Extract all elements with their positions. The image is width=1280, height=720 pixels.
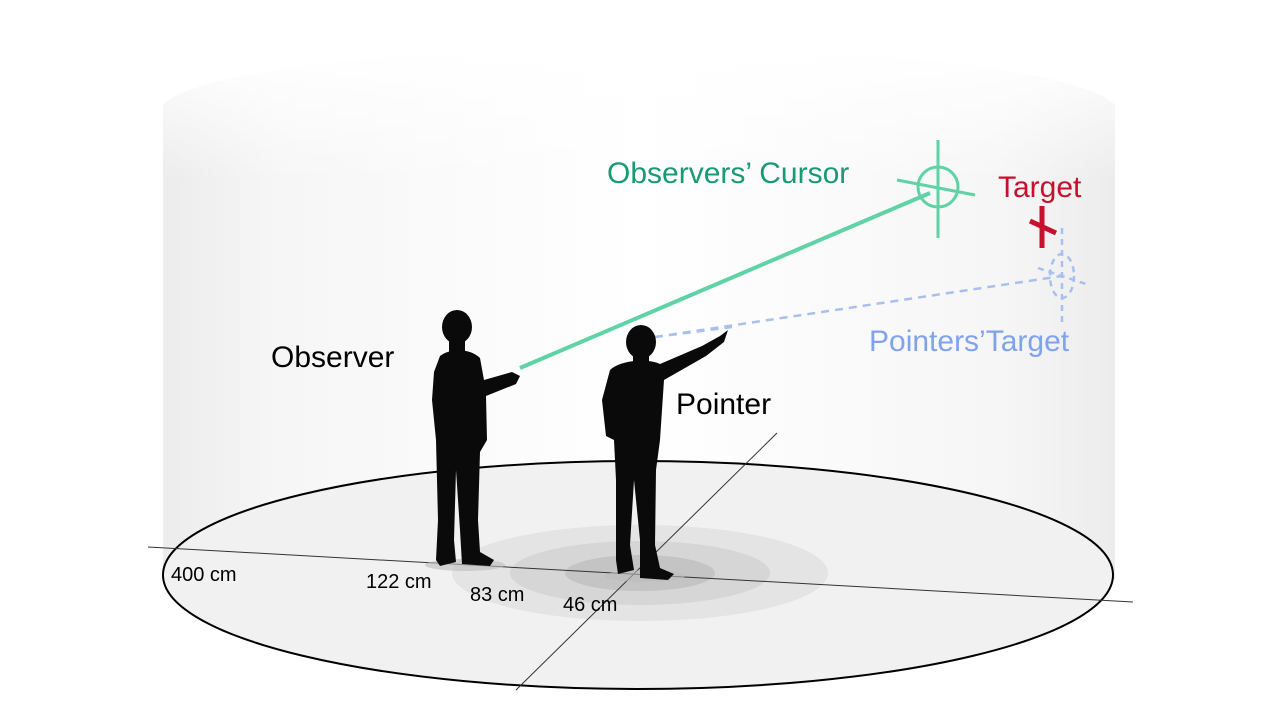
observer-ray bbox=[519, 191, 931, 370]
distance-label-122: 122 cm bbox=[366, 571, 432, 593]
pointers-target-label: Pointers’Target bbox=[869, 325, 1070, 358]
pointer-ray bbox=[654, 274, 1063, 339]
distance-label-46: 46 cm bbox=[563, 594, 617, 616]
pointer-silhouette bbox=[602, 325, 728, 580]
room-wall bbox=[163, 48, 1115, 580]
observers-cursor-label: Observers’ Cursor bbox=[607, 157, 849, 190]
pointers-target-crosshair-icon bbox=[1037, 228, 1087, 322]
distance-label-83: 83 cm bbox=[470, 584, 524, 606]
target-cross-icon bbox=[1028, 206, 1058, 248]
pointer-label: Pointer bbox=[676, 388, 771, 421]
observer-silhouette bbox=[432, 310, 520, 566]
observers-cursor-crosshair-icon bbox=[896, 140, 976, 238]
observer-label: Observer bbox=[271, 341, 394, 374]
target-label: Target bbox=[998, 171, 1082, 204]
distance-label-400: 400 cm bbox=[171, 564, 237, 586]
